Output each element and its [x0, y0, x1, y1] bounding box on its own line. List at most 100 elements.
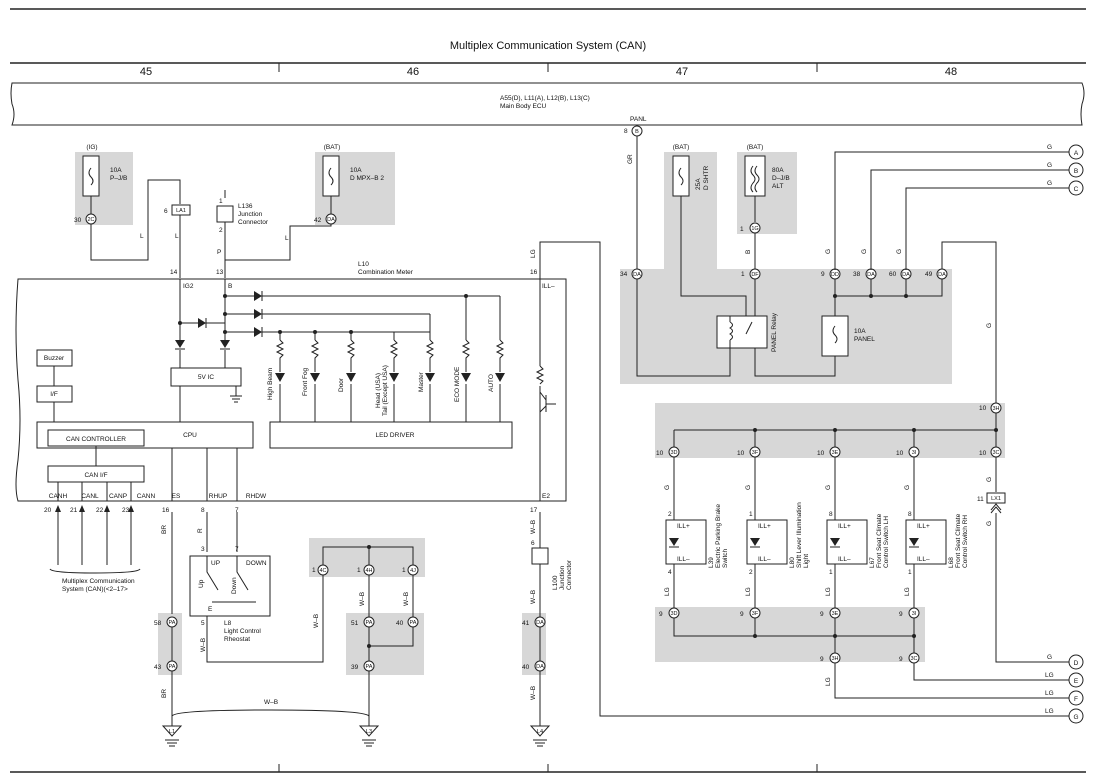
- pa-pin40: 40: [396, 620, 404, 627]
- da-pin40: 40: [522, 664, 530, 671]
- wire-label-gr: GR: [627, 154, 634, 164]
- fuse-bat3-name2: ALT: [772, 183, 783, 190]
- connector-c: [1068, 180, 1084, 196]
- connector-c-label: C: [1074, 186, 1079, 193]
- can-lines: [57, 279, 541, 501]
- fuse-ig-conn: 2C: [87, 217, 94, 223]
- wire-g-b: [870, 169, 1070, 270]
- fuse-bat3-pin: 1: [740, 226, 744, 233]
- can-pin-arrows: [55, 505, 134, 512]
- fuse-panel: [821, 315, 849, 357]
- pin-es: ES: [172, 493, 181, 500]
- switch-l39: 2 ILL+ ILL– 4 L39 Electric Parking Brake…: [665, 504, 729, 576]
- wire-label-gd: G: [1047, 654, 1052, 661]
- jm-4h-label: 4H: [365, 568, 372, 574]
- connector-d-label: D: [1074, 660, 1079, 667]
- jb3-pin: 9: [899, 611, 903, 618]
- sw2-top: 8: [829, 511, 833, 518]
- rheo-name: Light Control: [224, 628, 261, 635]
- jm-4j-label: 4J: [410, 568, 416, 574]
- meter-pin14: 14: [170, 269, 178, 276]
- mpx-note-2: System (CAN)(<2–17>: [62, 586, 128, 593]
- column-45: 45: [140, 66, 152, 78]
- jb1-pin: 9: [740, 611, 744, 618]
- relay-coil: [729, 316, 753, 352]
- sw2-code: L67: [869, 557, 876, 568]
- wire-label-g9: G: [825, 485, 832, 490]
- wire-label-g3: G: [896, 249, 903, 254]
- pin-cann: CANN: [137, 493, 156, 500]
- combination-meter: [15, 278, 567, 502]
- jb-3c-conn: 3C: [910, 656, 917, 662]
- wire-lg-f: [834, 663, 1070, 699]
- jb-3h-pin: 9: [820, 656, 824, 663]
- fuse-bat3-source: (BAT): [747, 144, 764, 151]
- jb2-pin: 9: [820, 611, 824, 618]
- sw0-top: 2: [668, 511, 672, 518]
- j3h-pin: 10: [979, 405, 987, 412]
- main-body-ecu: [10, 82, 1085, 126]
- wire-label-g5: G: [986, 477, 993, 482]
- wire-ig: [90, 179, 181, 261]
- cpu-label: CPU: [183, 432, 197, 439]
- rheo-name2: Rheostat: [224, 636, 250, 643]
- sw2-name: Front Seat Climate: [876, 513, 883, 568]
- wire-label-g2: G: [861, 249, 868, 254]
- relay-block: [620, 269, 952, 384]
- wire-rheo-ground: [206, 575, 324, 663]
- ground-l1: [161, 725, 183, 747]
- fuse-bat1-pin: 42: [314, 217, 322, 224]
- da41-conn: DA: [536, 620, 544, 626]
- connector-a-label: A: [1074, 150, 1079, 157]
- meter-ill: ILL–: [542, 283, 555, 290]
- wire-label-g1: G: [825, 249, 832, 254]
- fuse-ig-amp: 10A: [110, 167, 122, 174]
- pa58-conn: PA: [169, 620, 176, 626]
- sw3-pin: 10: [896, 450, 904, 457]
- fuse-bat1-amp: 10A: [350, 167, 362, 174]
- wire-label-gb: G: [1047, 162, 1052, 169]
- wire-label-lg6: LG: [825, 677, 832, 686]
- wire-label-gc: G: [1047, 180, 1052, 187]
- wire-label-wb8: W–B: [530, 686, 537, 700]
- junction-dots: [178, 294, 468, 334]
- wire-label-wb2: W–B: [313, 614, 320, 628]
- l100-name: Junction: [559, 565, 566, 590]
- fuse-bat2: [672, 155, 690, 197]
- switch-l68: 8 ILL+ ILL– 1 L68 Front Seat Climate Con…: [905, 511, 969, 576]
- rheo-down: Down: [231, 577, 238, 594]
- switch-l80: 1 ILL+ ILL– 2 L80 Shift Lever Illuminati…: [746, 502, 810, 576]
- connector-a: [1068, 144, 1084, 160]
- panel-relay: [716, 315, 768, 349]
- sw3-bot: 1: [908, 569, 912, 576]
- rheo-e: E: [208, 606, 213, 613]
- sw1-top: 1: [749, 511, 753, 518]
- wire-label-ga: G: [1047, 144, 1052, 151]
- l100-pin6: 6: [531, 540, 535, 547]
- pin-canh: CANH: [49, 493, 68, 500]
- sw2-conn: 3E: [832, 450, 839, 456]
- da40-conn: DA: [536, 664, 544, 670]
- pa43-conn: PA: [169, 664, 176, 670]
- led-door: Door: [338, 377, 345, 392]
- fuse-bat2-name: D SHTR: [703, 166, 710, 191]
- wire-label-lg5: LG: [904, 587, 911, 596]
- sw3-ill-plus: ILL+: [917, 523, 930, 530]
- ground-l3: [358, 725, 380, 747]
- wire-label-br2: BR: [161, 689, 168, 698]
- sw1-name2: Light: [803, 554, 810, 568]
- pin-e2: E2: [542, 493, 550, 500]
- fuse-bat3-amp: 80A: [772, 167, 784, 174]
- fuse-ig-element: [88, 167, 94, 186]
- panl-label: PANL: [630, 116, 647, 123]
- ill-transistor: [539, 391, 556, 413]
- sw0-code: L39: [708, 557, 715, 568]
- led-front-fog: Front Fog: [302, 367, 309, 396]
- l136-name2: Connector: [238, 219, 269, 226]
- sw2-name2: Control Switch LH: [883, 516, 890, 568]
- l136-pin1: 1: [219, 198, 223, 205]
- ecu-connectors: A55(D), L11(A), L12(B), L13(C): [500, 95, 590, 102]
- buzzer-label: Buzzer: [44, 355, 65, 362]
- sw2-ill-plus: ILL+: [838, 523, 851, 530]
